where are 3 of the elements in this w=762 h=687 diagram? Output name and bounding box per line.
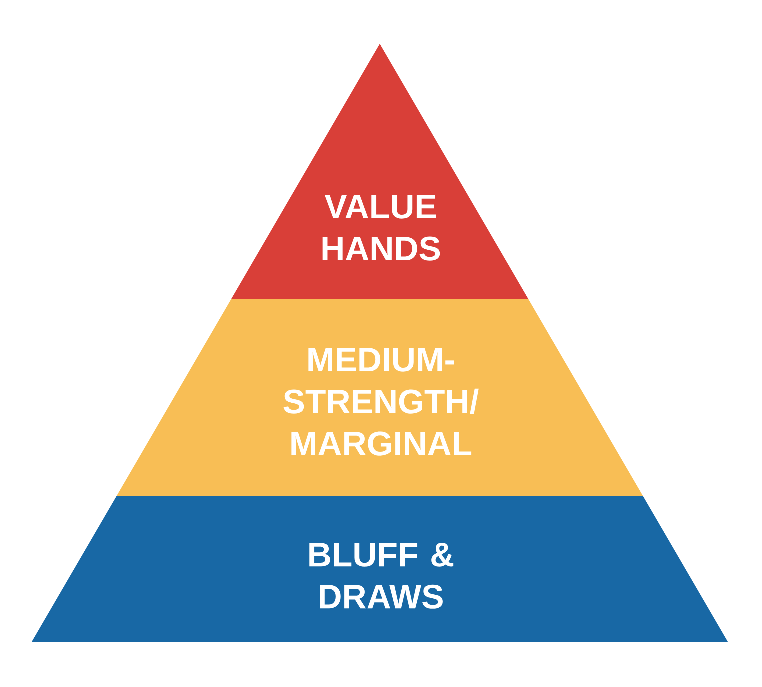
pyramid-tier: VALUE HANDS [231,44,529,300]
pyramid-tier: BLUFF & DRAWS [32,496,728,642]
pyramid-tier: MEDIUM- STRENGTH/ MARGINAL [116,298,644,496]
